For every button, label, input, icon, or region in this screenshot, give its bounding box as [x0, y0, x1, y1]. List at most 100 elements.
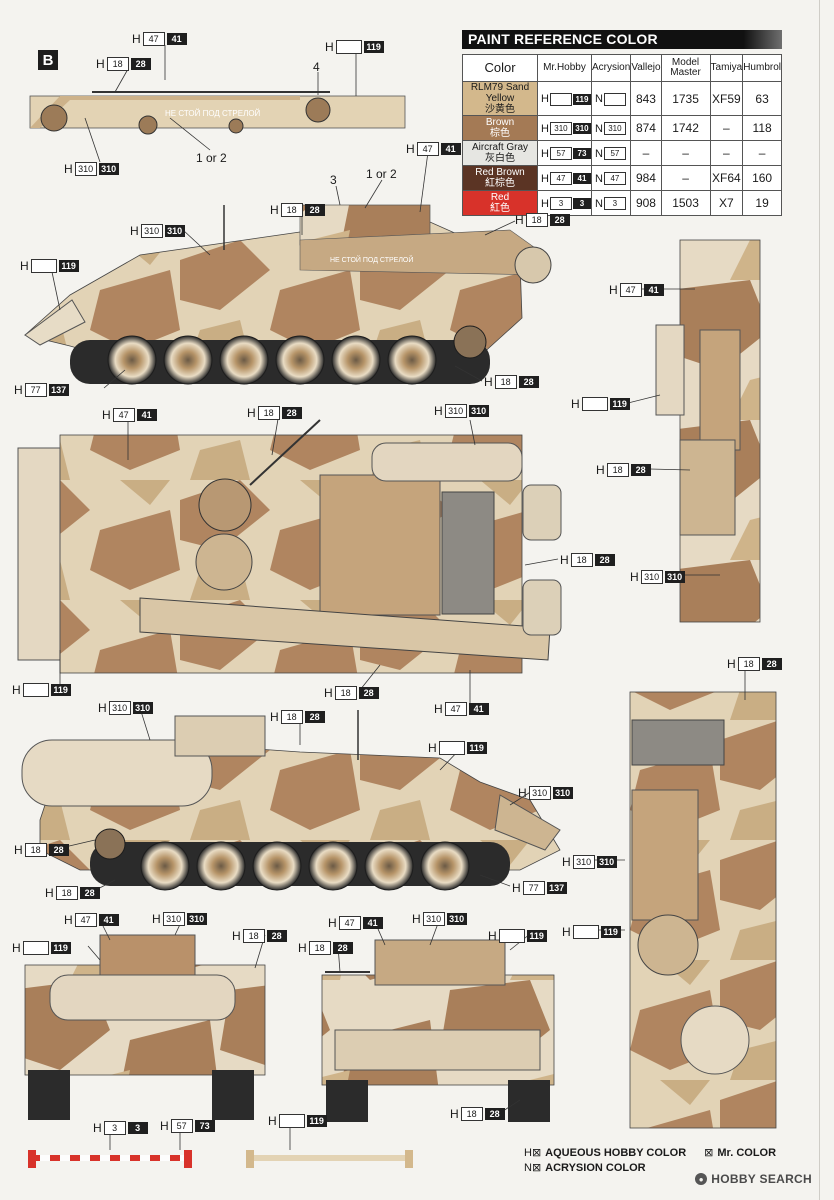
code-dark: 28	[281, 407, 302, 419]
rear-view	[655, 239, 761, 623]
code-box: 310	[422, 912, 445, 926]
code-dark: 119	[50, 942, 71, 954]
code-prefix: H	[328, 915, 337, 930]
code-box: 18	[570, 553, 593, 567]
code-prefix: H	[247, 405, 256, 420]
code-box	[22, 941, 49, 955]
color-name-cn: 沙黄色	[485, 104, 515, 115]
hobby-code-dark: 41	[572, 173, 591, 185]
watermark: ● HOBBY SEARCH	[695, 1172, 812, 1186]
aqueous-label: AQUEOUS HOBBY COLOR	[545, 1147, 687, 1159]
code-box: 310	[108, 701, 131, 715]
code-box: 18	[494, 375, 517, 389]
code-dark: 119	[466, 742, 487, 754]
code-dark: 3	[127, 1122, 148, 1134]
code-prefix: H	[609, 282, 618, 297]
code-box: 18	[280, 203, 303, 217]
paint-reference-table: Color Mr.Hobby Acrysion Vallejo Model Ma…	[462, 54, 782, 216]
code-prefix: H	[518, 785, 527, 800]
code-dark: 41	[136, 409, 157, 421]
vallejo-cell: 908	[630, 190, 662, 216]
code-box	[581, 397, 608, 411]
code-dark: 119	[526, 930, 547, 942]
code-dark: 310	[664, 571, 685, 583]
color-name: Brown	[485, 117, 515, 128]
code-prefix: H	[102, 407, 111, 422]
code-prefix: H	[727, 656, 736, 671]
tow-bars	[28, 1150, 413, 1168]
code-prefix: H	[560, 552, 569, 567]
code-box: 18	[257, 406, 280, 420]
code-prefix: H	[160, 1118, 169, 1133]
code-box: 310	[640, 570, 663, 584]
code-prefix: H	[484, 374, 493, 389]
model-master-cell: 1503	[660, 190, 711, 216]
section-badge: B	[38, 50, 58, 70]
code-dark: 119	[58, 260, 79, 272]
code-box: 18	[106, 57, 129, 71]
header-vallejo: Vallejo	[630, 54, 662, 82]
code-prefix: H	[515, 212, 524, 227]
side-view-right	[21, 710, 561, 891]
code-dark: 41	[98, 914, 119, 926]
code-dark: 119	[306, 1115, 327, 1127]
code-box: 310	[444, 404, 467, 418]
color-name-cn: 紅棕色	[485, 178, 515, 189]
header-color: Color	[462, 54, 538, 82]
code-dark: 119	[50, 684, 71, 696]
code-prefix: H	[324, 685, 333, 700]
hobby-code-dark: 73	[572, 148, 591, 160]
code-prefix: H	[130, 223, 139, 238]
callout-4: 4	[313, 60, 320, 74]
code-dark: 28	[518, 376, 539, 388]
code-dark: 41	[643, 284, 664, 296]
code-dark: 28	[484, 1108, 505, 1120]
code-prefix: H	[98, 700, 107, 715]
code-box: 18	[55, 886, 78, 900]
humbrol-cell: –	[742, 140, 782, 166]
tamiya-cell: XF59	[709, 81, 744, 116]
code-box: 77	[522, 881, 545, 895]
boom-warning-text: НЕ СТОЙ ПОД СТРЕЛОЙ	[165, 109, 261, 118]
acrysion-code-box: 57	[603, 147, 626, 161]
code-box: 18	[24, 843, 47, 857]
paint-reference-title: PAINT REFERENCE COLOR	[462, 30, 782, 49]
code-prefix: H	[571, 396, 580, 411]
code-dark: 310	[552, 787, 573, 799]
code-dark: 28	[549, 214, 570, 226]
humbrol-cell: 160	[742, 165, 782, 191]
code-box: 57	[170, 1119, 193, 1133]
acrysion-code-box: 47	[603, 172, 626, 186]
code-box	[572, 925, 599, 939]
hobby-code-dark: 3	[572, 198, 591, 210]
code-dark: 310	[132, 702, 153, 714]
code-dark: 28	[48, 844, 69, 856]
code-dark: 119	[363, 41, 384, 53]
code-dark: 28	[304, 711, 325, 723]
code-prefix: H	[232, 928, 241, 943]
code-prefix: H	[270, 709, 279, 724]
code-prefix: H	[132, 31, 141, 46]
color-name: Aircraft Gray	[471, 142, 529, 153]
code-dark: 73	[194, 1120, 215, 1132]
side-view-left: НЕ СТОЙ ПОД СТРЕЛОЙ	[24, 204, 552, 385]
vallejo-cell: –	[630, 140, 662, 166]
